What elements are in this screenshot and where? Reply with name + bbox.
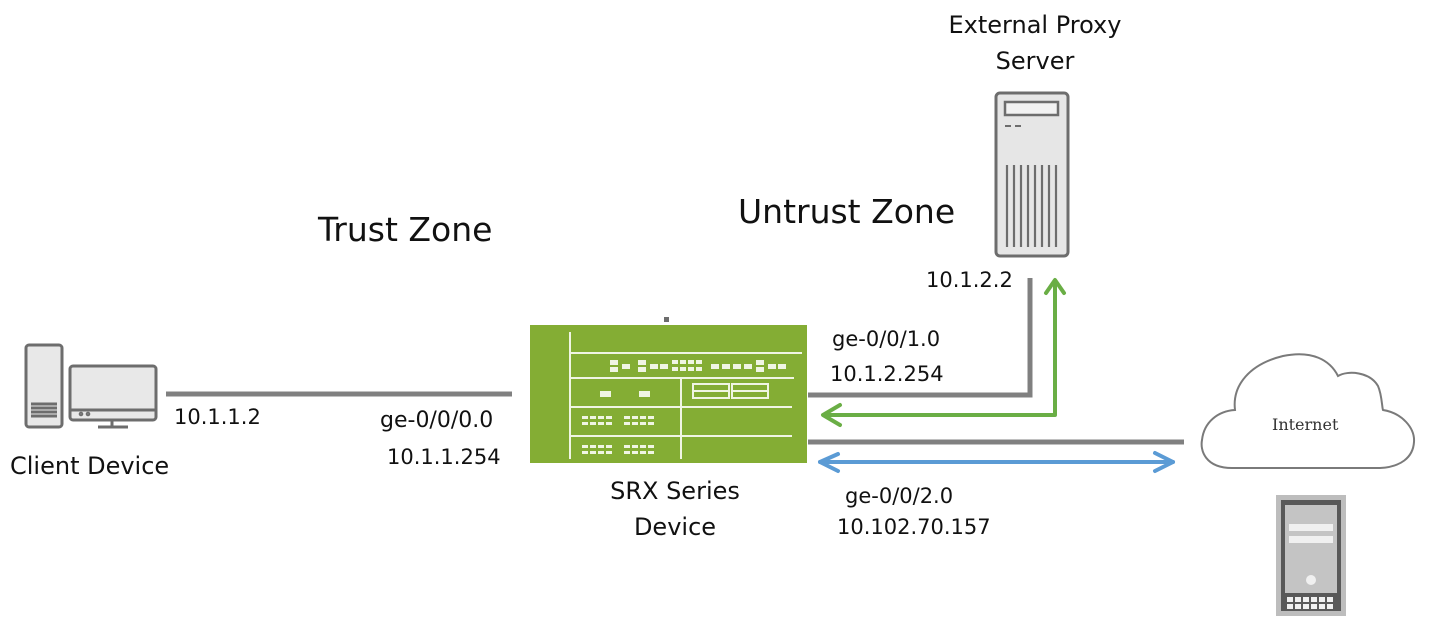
proxy-flow-arrow (821, 278, 1066, 427)
server-icon (1276, 495, 1346, 616)
srx-device-label-line2: Device (633, 513, 717, 541)
client-ip-label: 10.1.1.2 (174, 405, 261, 429)
tower-server-icon (994, 91, 1070, 258)
srx-device-label-line1: SRX Series (610, 477, 740, 505)
firewall-router-icon (530, 317, 807, 463)
proxy-ip-label: 10.1.2.2 (926, 268, 1013, 292)
proxy-interface-name: ge-0/0/1.0 (832, 327, 941, 351)
internet-label: Internet (1272, 415, 1339, 434)
untrust-zone-label: Untrust Zone (738, 192, 956, 231)
internet-interface-name: ge-0/0/2.0 (845, 484, 954, 508)
trust-interface-ip: 10.1.1.254 (387, 445, 501, 469)
client-device-label: Client Device (10, 452, 170, 480)
srx-device-label: SRX Series Device (595, 473, 755, 545)
cloud-icon (1200, 353, 1416, 469)
trust-interface-name: ge-0/0/0.0 (380, 408, 494, 433)
proxy-server-label-line1: External Proxy (948, 11, 1122, 39)
proxy-server-label: External Proxy Server (935, 7, 1135, 79)
proxy-server-label-line2: Server (995, 47, 1075, 75)
internet-interface-ip: 10.102.70.157 (837, 515, 991, 539)
trust-zone-label: Trust Zone (318, 210, 493, 249)
link-srx-proxy (808, 278, 1033, 398)
internet-flow-arrow (818, 451, 1175, 473)
proxy-interface-ip: 10.1.2.254 (830, 362, 944, 386)
desktop-computer-icon (24, 343, 158, 429)
